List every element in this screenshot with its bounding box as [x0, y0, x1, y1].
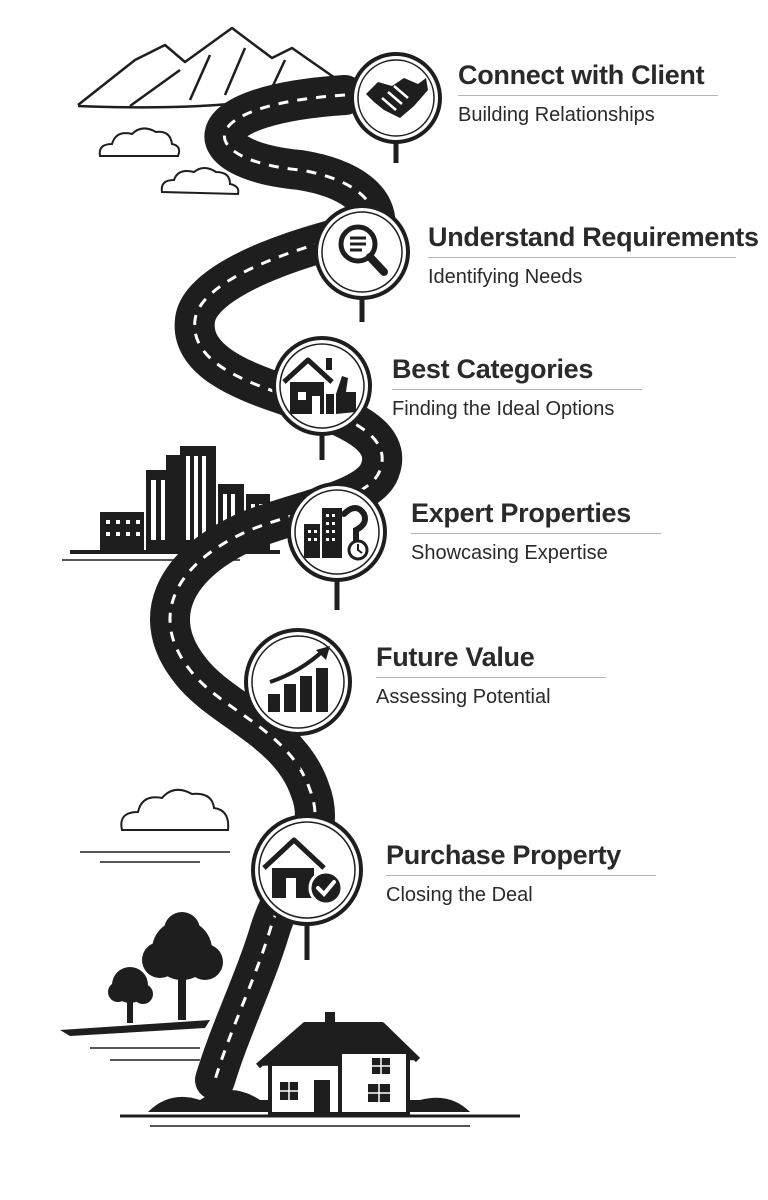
step-pin — [316, 206, 408, 322]
step-title: Connect with Client — [458, 58, 718, 92]
divider — [411, 533, 661, 534]
step-subtitle: Finding the Ideal Options — [392, 396, 642, 422]
step-subtitle: Closing the Deal — [386, 882, 656, 908]
cloud-icon — [80, 790, 230, 862]
step-title: Purchase Property — [386, 838, 656, 872]
step-best-categories: Best Categories Finding the Ideal Option… — [392, 352, 642, 422]
divider — [458, 95, 718, 96]
step-connect-with-client: Connect with Client Building Relationshi… — [458, 58, 718, 128]
step-title: Best Categories — [392, 352, 642, 386]
step-title: Understand Requirements — [428, 220, 736, 254]
step-subtitle: Assessing Potential — [376, 684, 606, 710]
step-purchase-property: Purchase Property Closing the Deal — [386, 838, 656, 908]
step-title: Future Value — [376, 640, 606, 674]
step-understand-requirements: Understand Requirements Identifying Need… — [428, 220, 736, 290]
step-expert-properties: Expert Properties Showcasing Expertise — [411, 496, 661, 566]
cloud-icon — [100, 128, 179, 156]
divider — [392, 389, 642, 390]
step-subtitle: Building Relationships — [458, 102, 718, 128]
divider — [386, 875, 656, 876]
step-subtitle: Showcasing Expertise — [411, 540, 661, 566]
divider — [428, 257, 736, 258]
step-future-value: Future Value Assessing Potential — [376, 640, 606, 710]
cloud-icon — [162, 168, 239, 194]
step-title: Expert Properties — [411, 496, 661, 530]
trees-illustration — [60, 912, 223, 1060]
step-subtitle: Identifying Needs — [428, 264, 736, 290]
divider — [376, 677, 606, 678]
